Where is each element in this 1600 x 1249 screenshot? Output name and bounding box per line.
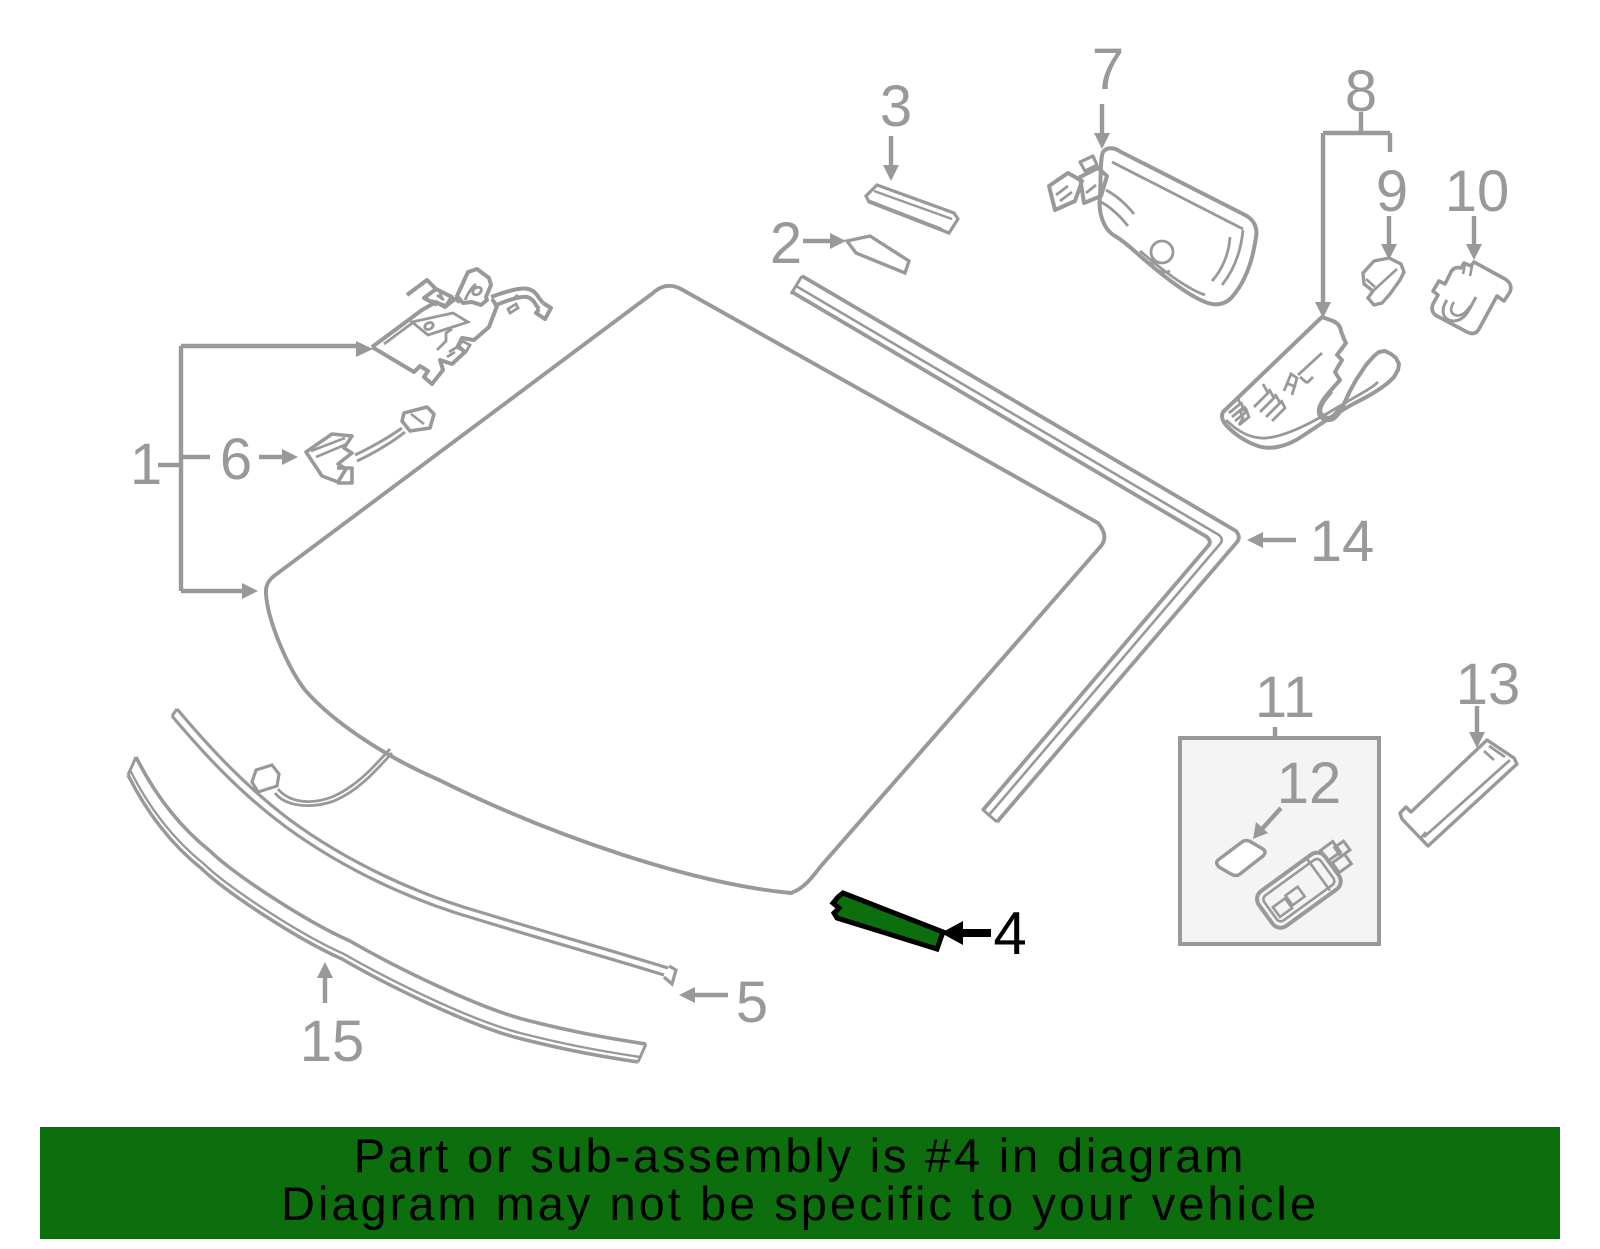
svg-text:3: 3 <box>880 74 912 139</box>
svg-text:8: 8 <box>1345 59 1377 124</box>
svg-text:Part or sub-assembly is #4 in: Part or sub-assembly is #4 in diagram <box>354 1129 1246 1182</box>
svg-text:6: 6 <box>220 427 252 492</box>
svg-text:2: 2 <box>770 211 802 276</box>
svg-text:11: 11 <box>1255 665 1315 730</box>
svg-text:7: 7 <box>1092 37 1124 102</box>
svg-text:14: 14 <box>1310 509 1375 574</box>
svg-text:1: 1 <box>130 432 162 497</box>
svg-text:Diagram may not be specific to: Diagram may not be specific to your vehi… <box>281 1177 1319 1230</box>
svg-text:4: 4 <box>993 900 1026 967</box>
svg-text:12: 12 <box>1277 751 1342 816</box>
svg-text:10: 10 <box>1445 159 1510 224</box>
svg-text:5: 5 <box>736 970 768 1035</box>
svg-text:9: 9 <box>1376 159 1408 224</box>
svg-text:15: 15 <box>300 1009 365 1074</box>
svg-text:13: 13 <box>1456 652 1521 717</box>
